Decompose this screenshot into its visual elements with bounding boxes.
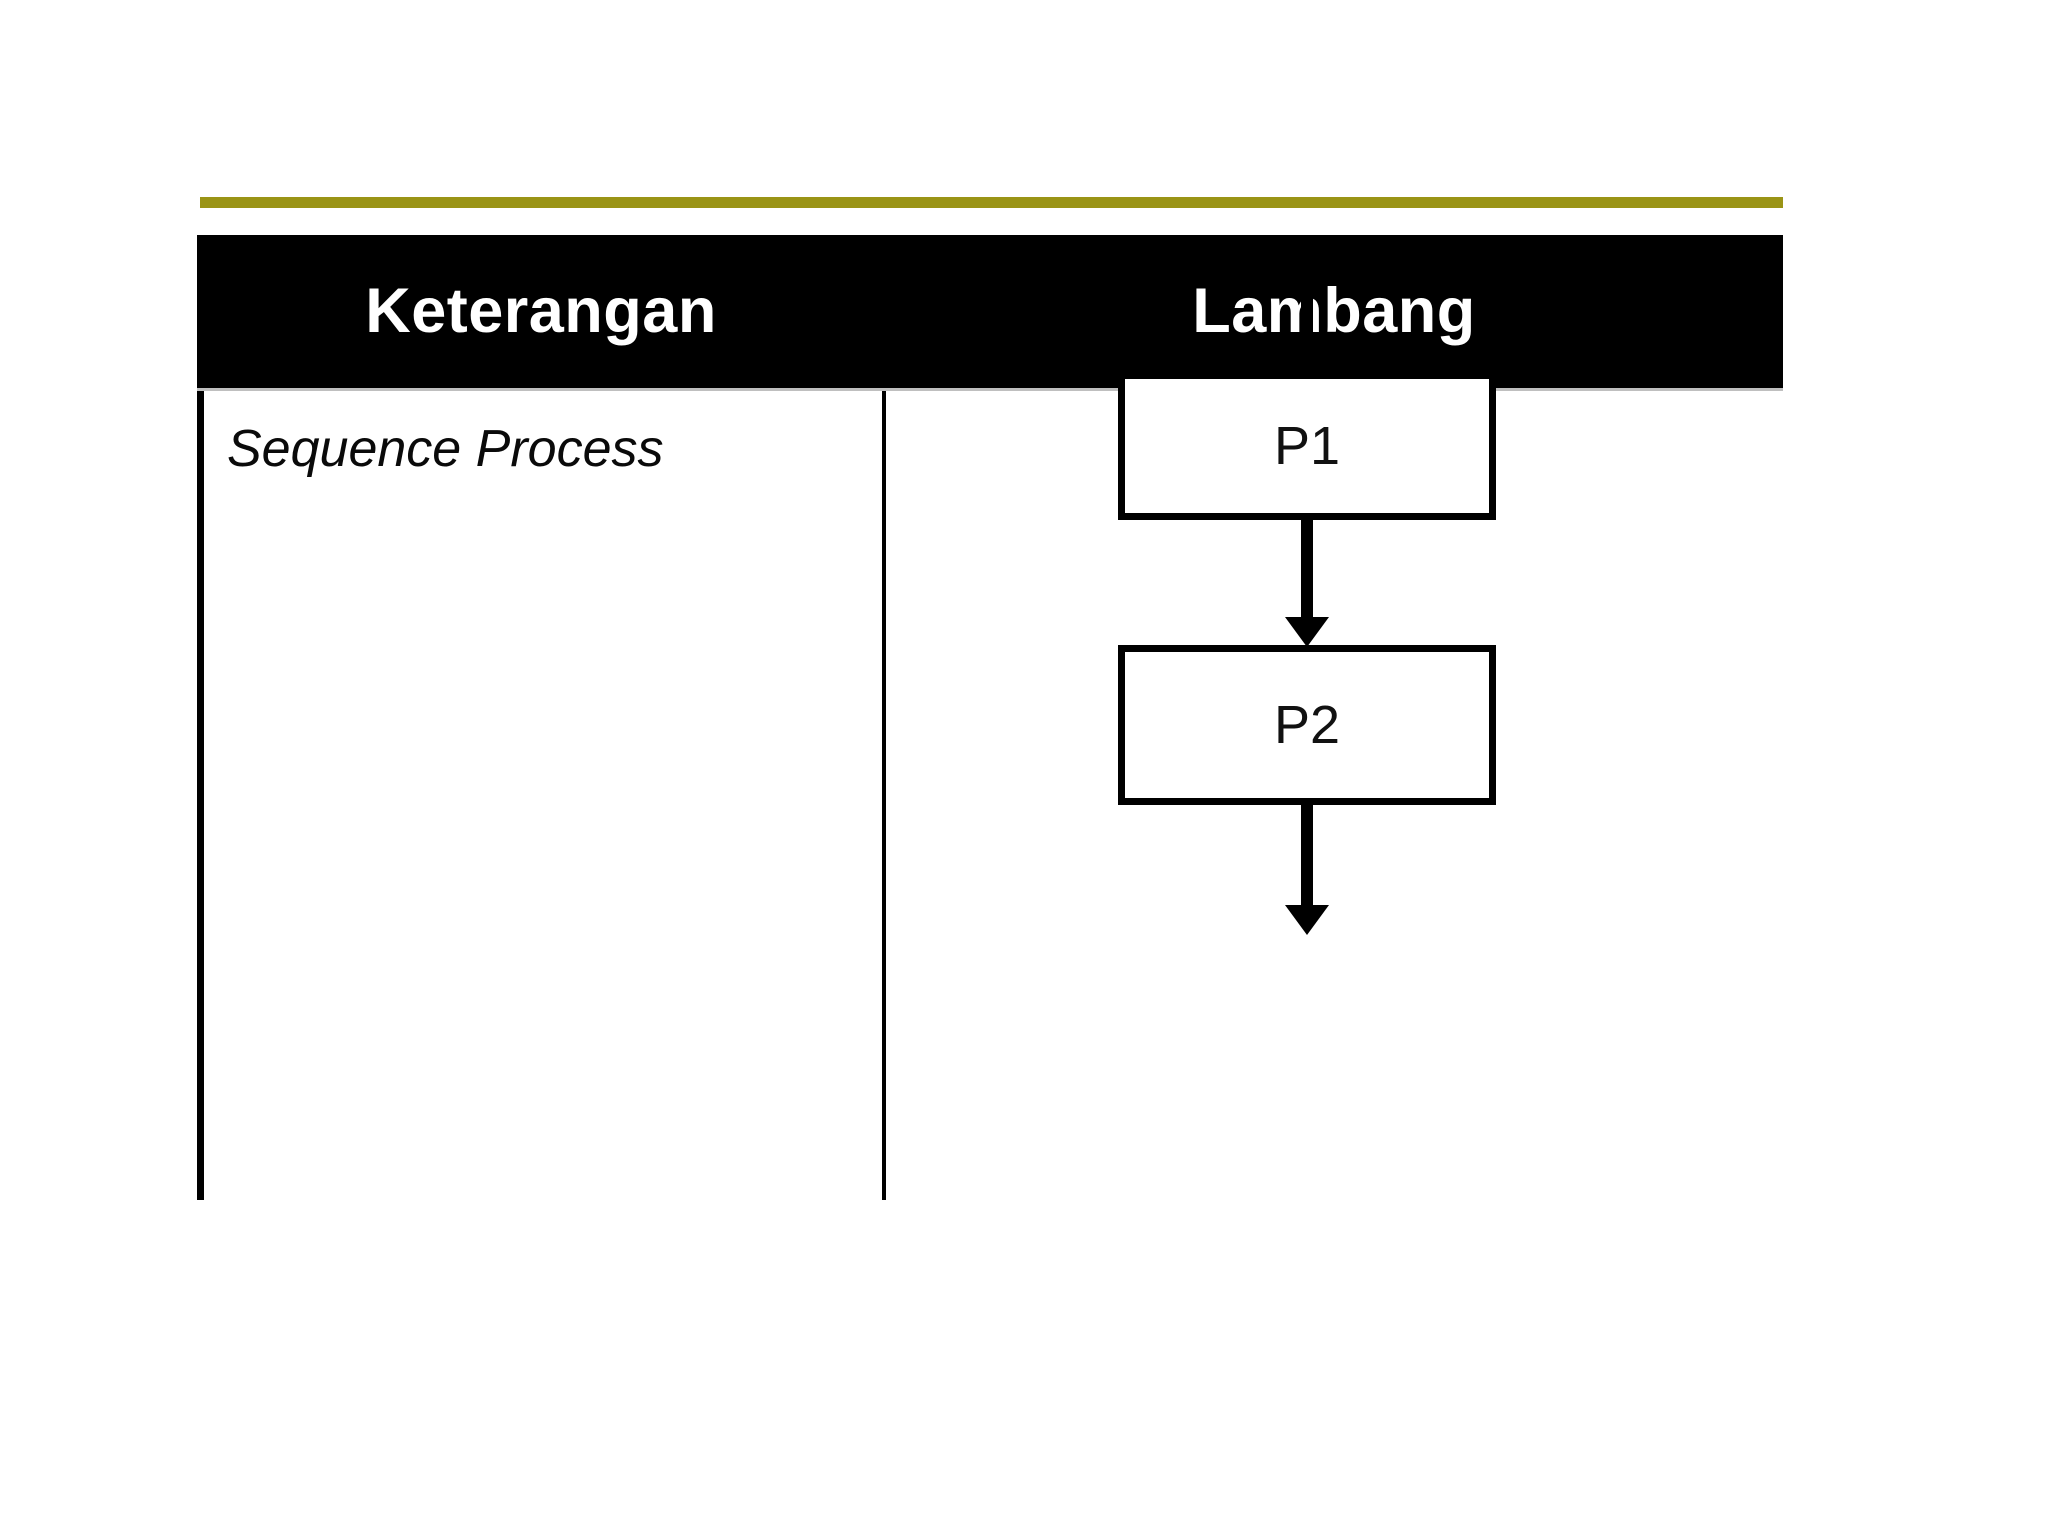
connector-p2-to-exit-shaft <box>1301 805 1313 913</box>
arrowhead-p2-to-exit-icon <box>1285 905 1329 935</box>
flowchart-node-p2-label: P2 <box>1273 695 1341 755</box>
connector-p1-to-p2-shaft <box>1301 520 1313 624</box>
table-row: Sequence Process <box>197 391 1783 1200</box>
arrowhead-p1-to-p2-icon <box>1285 617 1329 647</box>
column-header-lambang: Lambang <box>1192 276 1476 346</box>
flowchart-node-p2: P2 <box>1118 645 1496 805</box>
table-header-band <box>197 235 1783 388</box>
legend-table: Keterangan Lambang Sequence Process <box>197 235 1783 1200</box>
connector-entry-to-p1-shaft <box>1301 243 1313 351</box>
row-label-sequence-process: Sequence Process <box>227 420 664 478</box>
flowchart-node-p1: P1 <box>1118 372 1496 520</box>
accent-rule <box>200 197 1783 208</box>
table-header-underline <box>197 388 1783 391</box>
flowchart-node-p1-label: P1 <box>1273 416 1341 476</box>
arrowhead-entry-to-p1-icon <box>1285 343 1329 373</box>
column-header-keterangan: Keterangan <box>365 276 717 346</box>
table-left-border <box>197 391 204 1200</box>
sequence-process-flowchart: P1 P2 <box>1118 243 1538 943</box>
table-column-divider <box>882 391 886 1200</box>
